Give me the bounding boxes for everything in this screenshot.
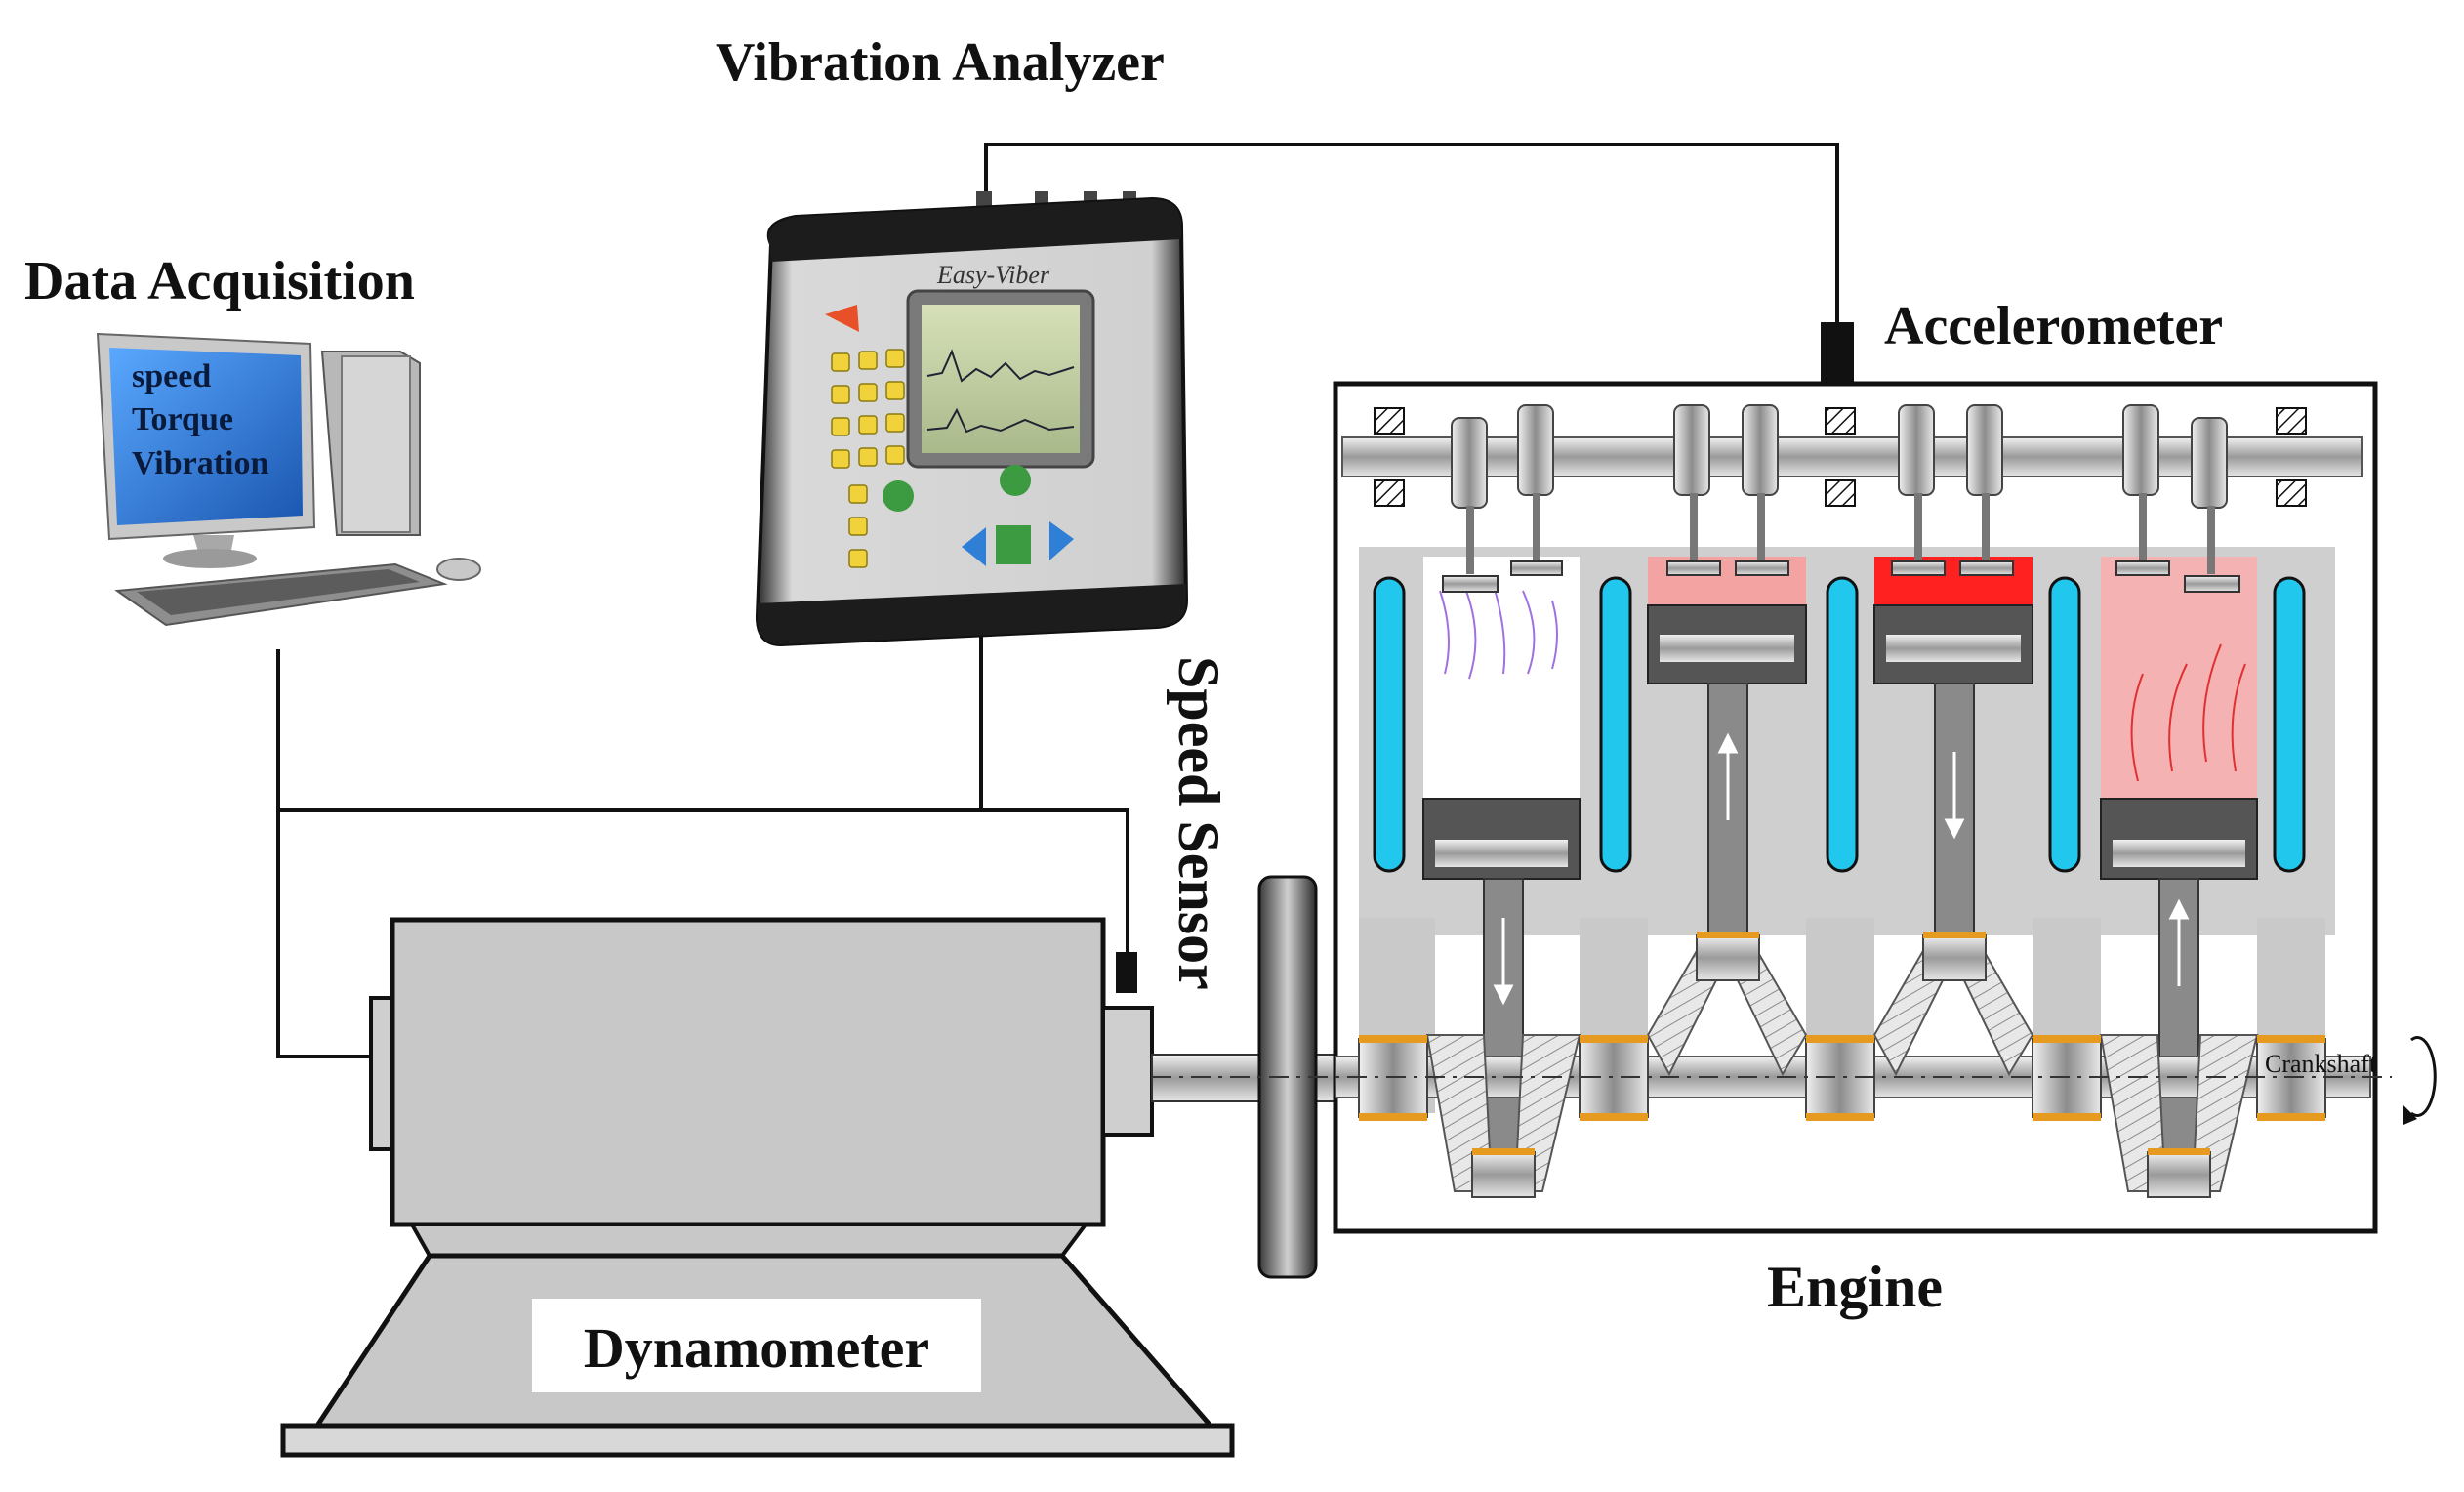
vibration-analyzer-device: Easy-Viber — [755, 191, 1189, 647]
piston-2 — [1647, 604, 1807, 977]
dynamometer-label-box — [532, 1299, 981, 1392]
analyzer-nav-key — [883, 480, 914, 512]
piston-4 — [2100, 798, 2258, 1190]
monitor: speed Torque Vibration — [96, 332, 316, 568]
cylinder-1 — [1423, 557, 1580, 801]
speed-sensor-pickup — [1116, 952, 1137, 993]
keyboard — [114, 562, 448, 627]
dynamometer-label: Dynamometer — [584, 1316, 929, 1380]
analyzer-nav-key — [1000, 465, 1031, 496]
cam-lobes — [1451, 404, 2228, 509]
analyzer-keypad — [831, 349, 905, 568]
vibration-analyzer-label: Vibration Analyzer — [716, 32, 1165, 93]
bearing-shells — [1359, 932, 2325, 1155]
crankshaft-label: Crankshaft — [2265, 1050, 2377, 1078]
signal-wires — [276, 143, 1839, 1058]
accelerometer-cable — [984, 143, 1839, 322]
monitor-line-1: speed — [132, 358, 211, 394]
data-acquisition-label: Data Acquisition — [24, 251, 415, 311]
engine: Crankshaft — [1152, 381, 2437, 1234]
analyzer-menu-key — [996, 525, 1031, 564]
data-acquisition-computer: speed Torque Vibration — [96, 332, 481, 627]
valve-heads — [1442, 560, 2240, 593]
mouse — [436, 558, 481, 581]
power-key-icon — [825, 305, 859, 332]
camshaft-bearings — [1374, 407, 2307, 507]
crank-pins — [1471, 934, 2211, 1198]
pistons — [1422, 604, 2258, 1190]
analyzer-right-arrow-icon — [1049, 521, 1074, 560]
analyzer-brand: Easy-Viber — [936, 261, 1050, 289]
daq-bus-cable — [276, 649, 1129, 952]
piston-1 — [1422, 798, 1581, 1190]
accelerometer-sensor — [1821, 322, 1854, 385]
crank-webs — [1425, 934, 2259, 1192]
intake-flow-arrows — [1439, 585, 1558, 680]
cylinder-4 — [2101, 557, 2257, 801]
monitor-line-2: Torque — [132, 401, 233, 437]
exhaust-flow-arrows — [2130, 643, 2246, 782]
engine-label: Engine — [1767, 1255, 1943, 1319]
dynamometer — [280, 917, 1358, 1458]
analyzer-left-arrow-icon — [962, 527, 986, 566]
coolant-jackets — [1373, 576, 2306, 873]
monitor-line-3: Vibration — [132, 445, 269, 481]
rotation-arrow-icon — [2410, 1036, 2437, 1117]
torque-cable — [276, 810, 371, 1058]
dynamometer-body — [390, 917, 1106, 1227]
piston-3 — [1873, 604, 2033, 977]
rod-motion-arrows — [1493, 732, 2190, 1006]
accelerometer-label: Accelerometer — [1884, 296, 2223, 356]
valves — [1466, 493, 2215, 574]
speed-sensor-label: Speed Sensor — [1167, 656, 1231, 990]
